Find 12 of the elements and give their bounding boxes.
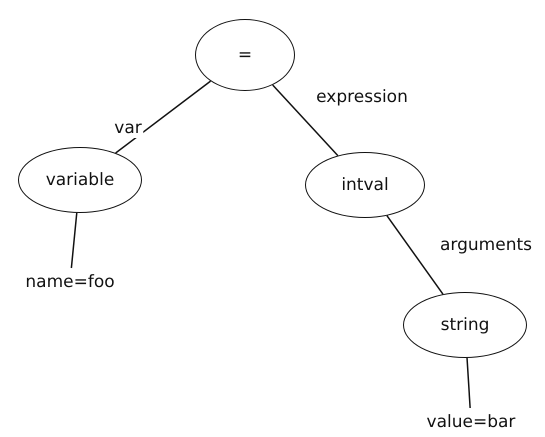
node-label: = [238, 45, 252, 65]
node-label: intval [341, 175, 389, 195]
node-label: variable [46, 170, 114, 190]
edge-label: arguments [438, 235, 534, 255]
tree-edge [70, 212, 78, 268]
node-label: string [440, 315, 490, 335]
tree-edge [115, 80, 211, 154]
attribute-text: name=foo [11, 270, 129, 294]
tree-edge [386, 215, 444, 295]
attribute-text: value=bar [413, 410, 529, 434]
tree-edge [272, 84, 338, 156]
tree-edge [466, 358, 471, 408]
